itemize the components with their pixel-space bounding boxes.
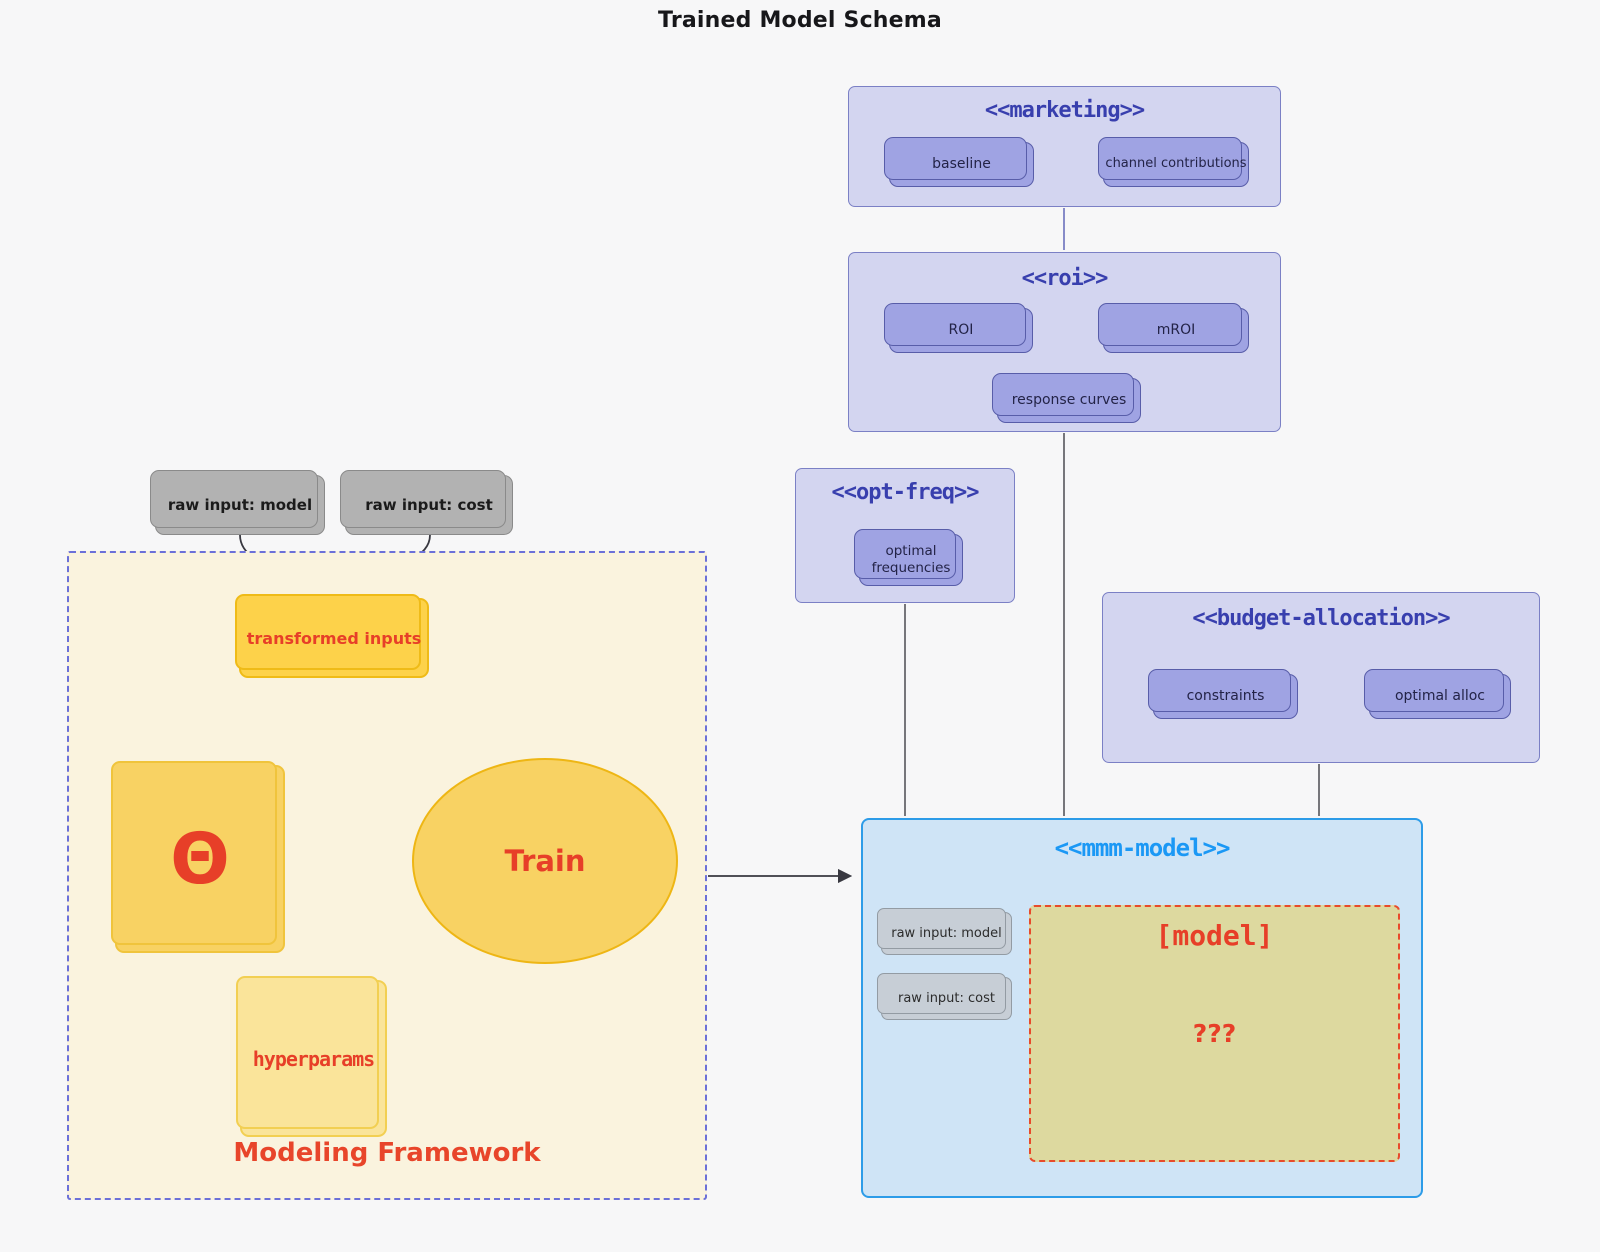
node-train: Train bbox=[412, 758, 678, 964]
node-constraints: constraints bbox=[1148, 669, 1298, 719]
container-budget-allocation-title: <<budget-allocation>> bbox=[1192, 606, 1450, 631]
node-model-unknown-label: ??? bbox=[1192, 1019, 1237, 1048]
node-constraints-label: constraints bbox=[1186, 687, 1265, 704]
container-opt-freq-title: <<opt-freq>> bbox=[831, 480, 980, 505]
node-channel-contributions-label: channel contributions bbox=[1105, 156, 1247, 172]
node-roi-label: ROI bbox=[948, 321, 974, 338]
node-response-curves-label: response curves bbox=[1011, 391, 1127, 408]
node-baseline: baseline bbox=[884, 137, 1034, 187]
theta-symbol: Θ bbox=[170, 818, 230, 900]
node-mmm-raw-input-model-label: raw input: model bbox=[891, 926, 1002, 941]
node-raw-input-cost: raw input: cost bbox=[340, 470, 513, 535]
node-transformed-inputs: transformed inputs bbox=[235, 594, 429, 678]
node-model-placeholder: [model] ??? bbox=[1029, 905, 1400, 1162]
node-model-placeholder-label: [model] bbox=[1155, 919, 1274, 952]
node-optimal-frequencies: optimal frequencies bbox=[854, 529, 963, 586]
node-mmm-raw-input-model: raw input: model bbox=[877, 908, 1012, 955]
node-train-label: Train bbox=[504, 844, 586, 878]
node-hyperparams-label: hyperparams bbox=[252, 1046, 375, 1071]
node-optimal-alloc-label: optimal alloc bbox=[1394, 687, 1485, 704]
node-optimal-frequencies-label: optimal frequencies bbox=[871, 543, 951, 576]
container-budget-allocation: <<budget-allocation>> constraints optima… bbox=[1102, 592, 1540, 763]
node-raw-input-model: raw input: model bbox=[150, 470, 325, 535]
node-theta: Θ bbox=[111, 761, 285, 953]
node-optimal-alloc: optimal alloc bbox=[1364, 669, 1511, 719]
container-roi: <<roi>> ROI mROI response curves bbox=[848, 252, 1281, 432]
page-title: Trained Model Schema bbox=[658, 8, 942, 33]
node-hyperparams: hyperparams bbox=[236, 976, 387, 1137]
node-mroi: mROI bbox=[1098, 303, 1249, 353]
container-mmm-model-title: <<mmm-model>> bbox=[1054, 834, 1231, 862]
node-raw-input-model-label: raw input: model bbox=[167, 496, 313, 514]
container-mmm-model: <<mmm-model>> raw input: model raw input… bbox=[861, 818, 1423, 1198]
node-channel-contributions: channel contributions bbox=[1098, 137, 1249, 187]
node-mmm-raw-input-cost-label: raw input: cost bbox=[898, 991, 995, 1006]
node-mroi-label: mROI bbox=[1156, 321, 1196, 338]
node-transformed-inputs-label: transformed inputs bbox=[246, 628, 422, 648]
container-opt-freq: <<opt-freq>> optimal frequencies bbox=[795, 468, 1015, 603]
container-roi-title: <<roi>> bbox=[1021, 266, 1109, 291]
node-response-curves: response curves bbox=[992, 373, 1141, 423]
container-marketing: <<marketing>> baseline channel contribut… bbox=[848, 86, 1281, 207]
node-baseline-label: baseline bbox=[932, 155, 991, 172]
node-mmm-raw-input-cost: raw input: cost bbox=[877, 973, 1012, 1020]
node-raw-input-cost-label: raw input: cost bbox=[365, 496, 493, 514]
container-modeling-framework-label: Modeling Framework bbox=[233, 1138, 541, 1168]
node-roi: ROI bbox=[884, 303, 1033, 353]
container-marketing-title: <<marketing>> bbox=[984, 98, 1145, 123]
